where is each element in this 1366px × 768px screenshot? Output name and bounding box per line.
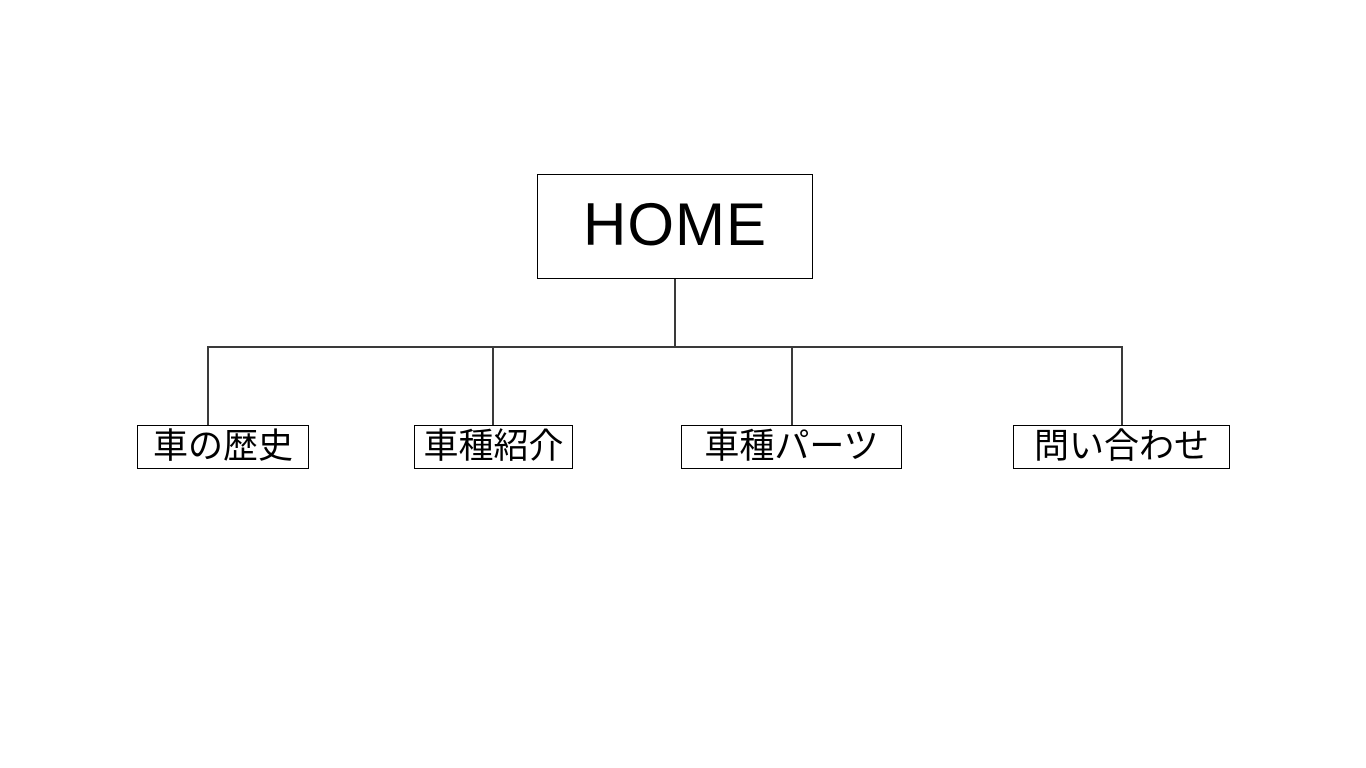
branch-line-2 [492,346,494,426]
horizontal-bus-line [208,346,1123,348]
branch-line-4 [1121,346,1123,426]
branch-line-1 [207,346,209,426]
root-stem-line [674,278,676,348]
node-car-history[interactable]: 車の歴史 [137,425,309,469]
branch-line-3 [791,346,793,426]
node-model-intro-label: 車種紹介 [423,426,564,466]
node-home[interactable]: HOME [537,174,813,279]
node-contact-label: 問い合わせ [1033,426,1209,466]
node-model-intro[interactable]: 車種紹介 [414,425,573,469]
node-car-history-label: 車の歴史 [152,426,293,466]
node-model-parts[interactable]: 車種パーツ [681,425,902,469]
node-model-parts-label: 車種パーツ [704,426,879,466]
node-contact[interactable]: 問い合わせ [1013,425,1230,469]
node-home-label: HOME [583,190,767,258]
